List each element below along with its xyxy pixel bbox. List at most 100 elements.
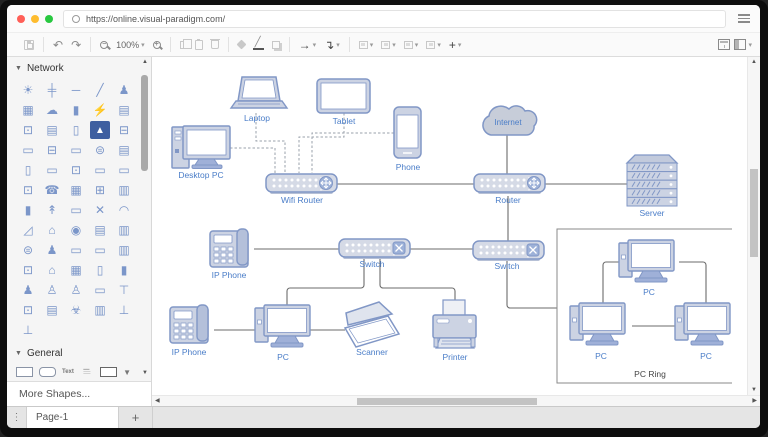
mobile-devices-shape-icon[interactable]: ▯ (72, 123, 80, 137)
format-painter-dropdown-icon[interactable]: ▾ (369, 41, 374, 49)
office-buildings-shape-icon[interactable]: ▦ (22, 103, 34, 117)
node-wifi-router[interactable]: Wifi Router (265, 173, 338, 205)
general-more-dropdown-icon[interactable]: ▼ (123, 367, 131, 377)
server-towers-shape-icon[interactable]: ▮ (72, 103, 80, 117)
sidebar-scroll-down-icon[interactable]: ▼ (142, 370, 148, 376)
satellite-dish-shape-icon[interactable]: ◠ (118, 203, 130, 217)
zoom-level[interactable]: 100%▾ (116, 40, 145, 50)
vertical-scroll-thumb[interactable] (750, 169, 758, 257)
sidebar-scroll-thumb[interactable] (141, 75, 148, 171)
cctv-camera-shape-icon[interactable]: ◉ (70, 223, 82, 237)
firewall-window-shape-icon[interactable]: ▯ (96, 263, 104, 277)
distribute-dropdown-icon[interactable]: ▾ (437, 41, 441, 49)
node-switch-2[interactable]: Switch (472, 240, 545, 271)
tab-page-1[interactable]: Page-1 (27, 407, 119, 428)
database-server-shape-icon[interactable]: ⊜ (94, 143, 106, 157)
url-text[interactable]: https://online.visual-paradigm.com/ (86, 13, 226, 24)
telephone-shape-icon[interactable]: ☎ (44, 183, 60, 197)
more-shapes-button[interactable]: More Shapes... (7, 381, 151, 406)
scroll-up-icon[interactable]: ▲ (751, 59, 757, 65)
cloud-shape-icon[interactable]: ☁ (46, 103, 58, 117)
node-pc-ring-top[interactable]: PC (618, 239, 675, 297)
patch-panel-shape-icon[interactable]: ╪ (47, 83, 57, 97)
line-color-button[interactable] (252, 37, 264, 50)
page-menu-icon[interactable]: ⋮ (7, 407, 27, 428)
blade-server-shape-icon[interactable]: ▤ (94, 223, 106, 237)
network-printer-shape-icon[interactable]: ⊞ (94, 183, 106, 197)
scroll-down-icon[interactable]: ▼ (751, 387, 757, 393)
biohazard-zone-shape-icon[interactable]: ☣ (70, 303, 82, 317)
repeater-shape-icon[interactable]: ▭ (70, 203, 82, 217)
node-laptop[interactable]: Laptop (229, 76, 289, 123)
node-server[interactable]: Server (625, 154, 679, 218)
proxy-server-shape-icon[interactable]: ▥ (94, 303, 106, 317)
canvas-horizontal-scrollbar[interactable]: ◀ ▶ (152, 395, 760, 406)
wireless-links[interactable] (230, 113, 394, 173)
node-router[interactable]: Router (473, 173, 546, 205)
satellite-shape-icon[interactable]: ✕ (94, 203, 106, 217)
usb-drive-shape-icon[interactable]: ▮ (120, 263, 128, 277)
fiber-cable-shape-icon[interactable]: ╱ (96, 83, 104, 97)
sidebar-scrollbar[interactable]: ▲ ▼ (140, 59, 150, 376)
thin-client-shape-icon[interactable]: ⊡ (22, 263, 34, 277)
rounded-rectangle-shape-icon[interactable] (39, 367, 56, 377)
align-dropdown-icon[interactable]: ▾ (414, 41, 419, 49)
fax-machine-shape-icon[interactable]: ▦ (70, 183, 82, 197)
server-rack-shape-icon[interactable]: ▤ (46, 123, 58, 137)
undo-button[interactable]: ↶ (53, 39, 63, 51)
horizontal-scroll-thumb[interactable] (357, 398, 537, 405)
node-pc-ring-left[interactable]: PC (569, 302, 626, 361)
mainframe-shape-icon[interactable]: ⊥ (22, 323, 34, 337)
radio-antenna-shape-icon[interactable]: ↟ (46, 203, 58, 217)
collapse-general-icon[interactable]: ▼ (15, 350, 22, 357)
user-group-shape-icon[interactable]: ♟ (46, 243, 58, 257)
node-desktop-pc[interactable]: Desktop PC (171, 125, 231, 180)
end-user-shape-icon[interactable]: ♙ (70, 283, 82, 297)
canvas-vertical-scrollbar[interactable]: ▲ ▼ (747, 57, 760, 395)
scroll-right-icon[interactable]: ▶ (752, 398, 757, 404)
load-balancer-shape-icon[interactable]: ▭ (70, 243, 82, 257)
heading-shape-icon[interactable]: ━━──── (83, 367, 91, 377)
redo-button[interactable]: ↷ (71, 39, 81, 51)
node-ip-phone-1[interactable]: IP Phone (209, 228, 249, 280)
workstation-shape-icon[interactable]: ⊡ (22, 123, 34, 137)
file-server-shape-icon[interactable]: ▥ (118, 183, 130, 197)
rectangle-shape-icon[interactable] (16, 367, 33, 377)
zoom-in-button[interactable]: + (152, 40, 161, 49)
zoom-level[interactable]: 100% (116, 39, 140, 50)
desktop-computer-shape-icon[interactable]: ⊡ (22, 183, 34, 197)
tower-server-shape-icon[interactable]: ▮ (24, 203, 32, 217)
node-ip-phone-2[interactable]: IP Phone (169, 304, 209, 357)
layout-panels-button[interactable] (718, 39, 731, 50)
team-users-shape-icon[interactable]: ♟ (22, 283, 34, 297)
collapse-network-icon[interactable]: ▼ (15, 65, 22, 72)
node-tablet[interactable]: Tablet (316, 78, 371, 126)
monitor-shape-icon[interactable]: ⊡ (70, 163, 82, 177)
connector-style-dropdown-icon[interactable]: ▾ (336, 41, 340, 49)
add-page-button[interactable]: + (119, 407, 153, 428)
scanner-shape-icon[interactable]: ◿ (23, 223, 33, 237)
zoom-out-button[interactable]: − (100, 40, 109, 49)
maximize-window-button[interactable] (45, 14, 53, 23)
hub-shape-icon[interactable]: ▭ (46, 163, 58, 177)
node-internet-cloud[interactable]: Internet (482, 105, 538, 136)
patch-frame-shape-icon[interactable]: ▭ (94, 243, 106, 257)
close-window-button[interactable] (17, 14, 25, 23)
router-device-shape-icon[interactable]: ▭ (70, 143, 82, 157)
projector-screen-shape-icon[interactable]: ⊤ (118, 283, 130, 297)
general-section-header[interactable]: ▼ General (7, 342, 139, 363)
diagram-canvas[interactable]: PC Ring Laptop Tablet (152, 57, 760, 406)
sidebar-scroll-up-icon[interactable]: ▲ (142, 59, 148, 65)
connector-style-button[interactable]: ↴▾ (324, 39, 340, 51)
add-shape-button[interactable]: +▾ (449, 39, 462, 51)
network-section-header[interactable]: ▼ Network (7, 57, 139, 78)
directory-book-shape-icon[interactable]: ▤ (118, 143, 130, 157)
address-bar[interactable]: https://online.visual-paradigm.com/ (63, 9, 726, 28)
arrow-style-button[interactable]: →▾ (299, 39, 317, 51)
toggle-sidebar-button[interactable]: ▾ (734, 39, 752, 50)
wireless-signal-shape-icon[interactable]: ☀ (22, 83, 34, 97)
node-pc-lan[interactable]: PC (254, 304, 311, 362)
text-shape-icon[interactable]: Text (62, 369, 74, 375)
server-cart-shape-icon[interactable]: ▤ (118, 103, 130, 117)
browser-menu-icon[interactable] (738, 14, 750, 23)
